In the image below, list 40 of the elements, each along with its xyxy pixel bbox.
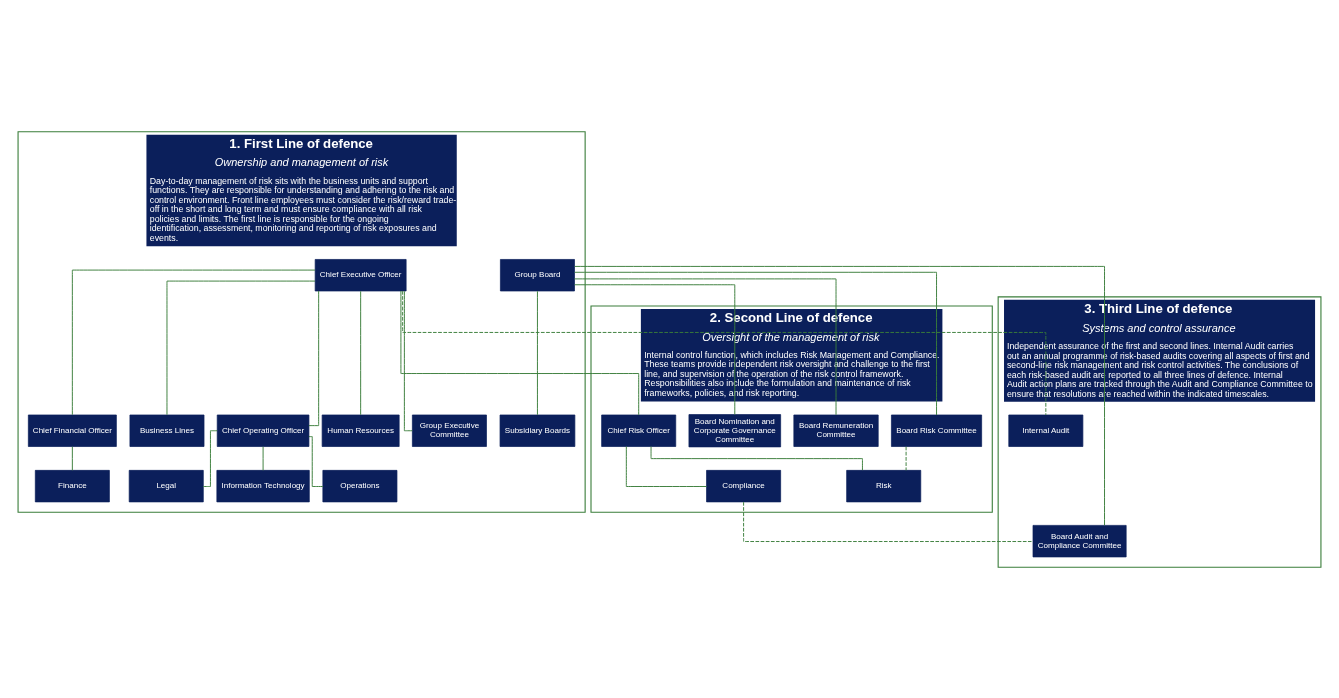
node-box: Board Remuneration Committee [793, 414, 879, 447]
node-box: Risk [846, 469, 922, 502]
node-box: Group Executive Committee [412, 414, 487, 447]
connector [574, 271, 937, 415]
connector [166, 280, 316, 415]
node-box: Subsidiary Boards [499, 414, 576, 447]
connector [402, 290, 1047, 415]
node-box: Human Resources [321, 414, 400, 447]
node-box: Chief Financial Officer [27, 414, 117, 447]
connector [574, 265, 1105, 526]
connector [536, 290, 538, 415]
node-box: Operations [322, 469, 398, 502]
connector [574, 277, 837, 415]
connector [905, 445, 907, 471]
connector [308, 290, 320, 426]
connector [71, 445, 73, 471]
connector [650, 445, 863, 471]
node-box: Board Risk Committee [891, 414, 982, 447]
connector [360, 290, 362, 415]
node-box: Internal Audit [1008, 414, 1084, 447]
connector [625, 445, 707, 487]
node-box: Chief Operating Officer [216, 414, 310, 447]
connector [743, 501, 1034, 542]
connector [262, 445, 264, 471]
connector [71, 269, 316, 415]
node-box: Chief Executive Officer [314, 258, 407, 291]
connector [202, 429, 218, 487]
connector [403, 290, 413, 431]
node-box: Board Audit and Compliance Committee [1032, 524, 1127, 557]
connector [308, 435, 324, 487]
node-box: Business Lines [129, 414, 205, 447]
connector [574, 283, 736, 415]
node-box: Chief Risk Officer [601, 414, 677, 447]
node-box: Legal [128, 469, 204, 502]
node-box: Compliance [706, 469, 781, 502]
node-box: Board Nomination and Corporate Governance Committee [688, 413, 781, 447]
connector [400, 290, 640, 415]
node-box: Information Technology [216, 469, 310, 502]
node-box: Finance [34, 469, 110, 502]
node-box: Group Board [500, 258, 575, 291]
